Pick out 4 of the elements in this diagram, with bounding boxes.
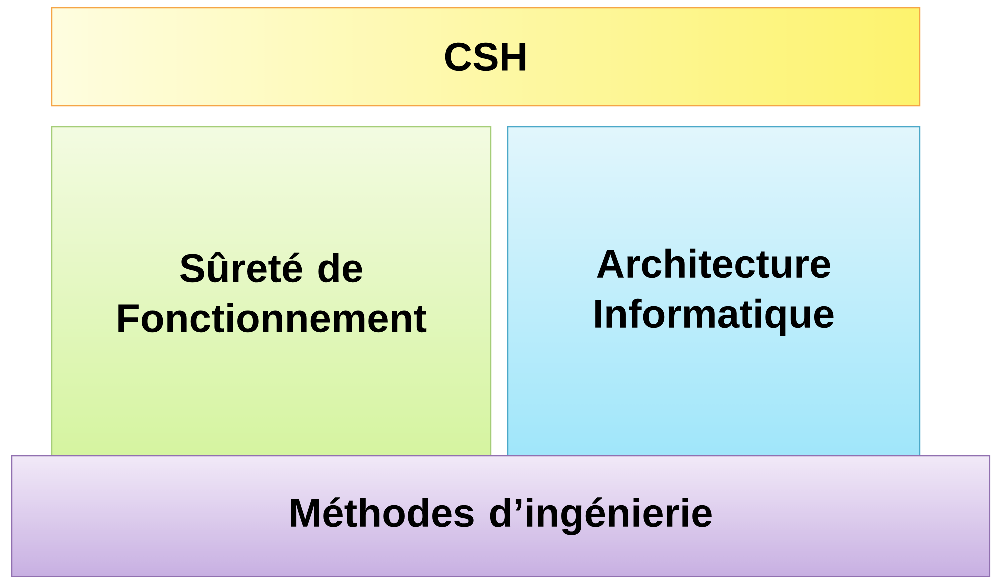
banner-box: CSH: [51, 7, 921, 107]
pillar-box: Sûreté de Fonctionnement: [51, 126, 492, 459]
base-box: Méthodes d’ingénierie: [11, 455, 991, 577]
pillar-box: Architecture Informatique: [507, 126, 921, 459]
